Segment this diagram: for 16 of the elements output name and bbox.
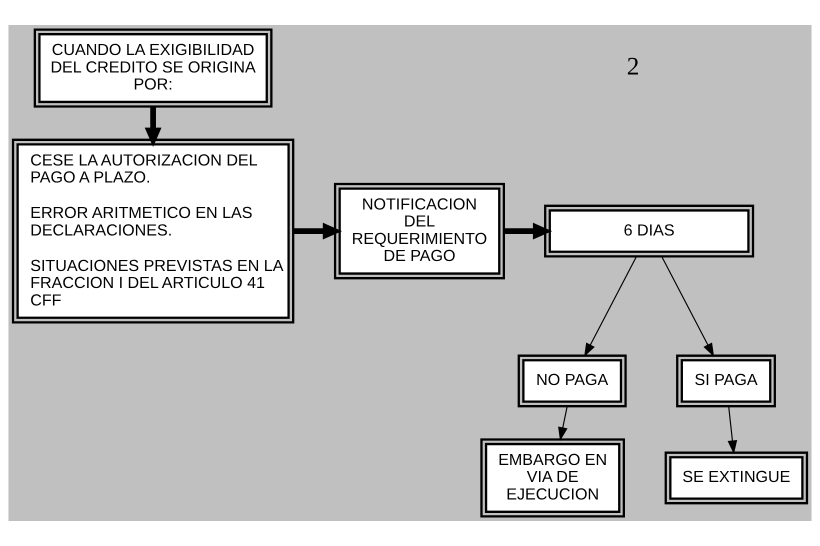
arrow bbox=[728, 406, 738, 454]
arrow bbox=[661, 256, 714, 357]
arrow bbox=[504, 222, 552, 240]
label: 2 bbox=[626, 52, 640, 80]
node-box: SI PAGA bbox=[676, 354, 776, 408]
node-box: EMBARGO EN VIA DE EJECUCION bbox=[480, 438, 625, 518]
node-box: 6 DIAS bbox=[544, 204, 754, 258]
node-box: NOTIFICACION DEL REQUERIMIENTO DE PAGO bbox=[334, 182, 505, 280]
node-box: NO PAGA bbox=[518, 354, 627, 408]
node-box: CUANDO LA EXIGIBILIDAD DEL CREDITO SE ORIGINA POR: bbox=[34, 28, 272, 108]
arrow bbox=[558, 406, 568, 441]
arrow bbox=[584, 256, 637, 357]
arrow bbox=[144, 106, 162, 147]
node-box: SE EXTINGUE bbox=[664, 452, 808, 504]
node-box: CESE LA AUTORIZACION DEL PAGO A PLAZO. ERROR ARITMETICO EN LAS DECLARACIONES. SITUACIONES PREVISTAS EN LA FRACCION I DEL ARTICULO 41 CFF bbox=[12, 138, 294, 324]
arrow bbox=[294, 222, 342, 240]
